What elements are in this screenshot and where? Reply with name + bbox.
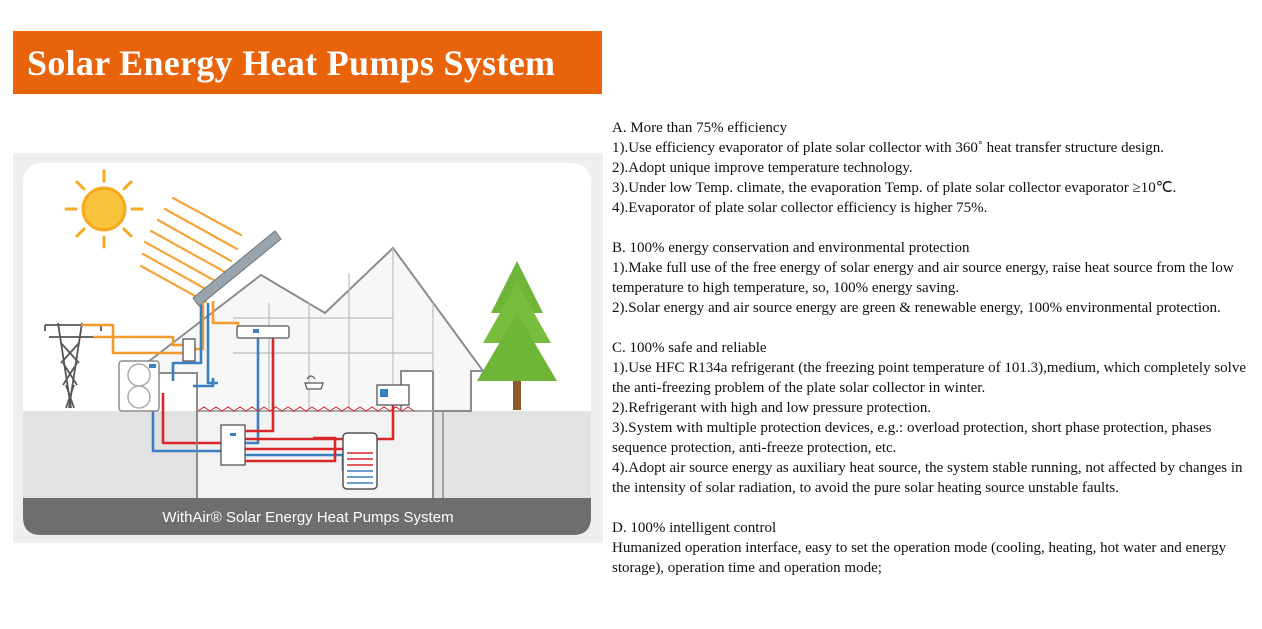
sun-icon — [64, 169, 144, 249]
water-tank-icon — [342, 432, 378, 490]
outdoor-unit-icon — [118, 360, 160, 412]
system-diagram: WithAir® Solar Energy Heat Pumps System — [13, 153, 603, 543]
section-line: 3).Under low Temp. climate, the evaporat… — [612, 180, 1177, 196]
section-safe-reliable: C. 100% safe and reliable 1).Use HFC R13… — [612, 338, 1258, 498]
section-line: 1).Use efficiency evaporator of plate so… — [612, 140, 1165, 156]
section-energy-conservation: B. 100% energy conservation and environm… — [612, 238, 1258, 318]
section-line: 4).Adopt air source energy as auxiliary … — [612, 460, 1243, 496]
section-line: Humanized operation interface, easy to s… — [612, 540, 1227, 576]
section-intelligent-control: D. 100% intelligent control Humanized op… — [612, 518, 1258, 578]
section-heading: B. 100% energy conservation and environm… — [612, 240, 970, 256]
section-efficiency: A. More than 75% efficiency 1).Use effic… — [612, 118, 1258, 218]
hydro-unit-icon — [220, 424, 246, 466]
pine-tree-icon — [477, 261, 557, 410]
power-pylon-icon — [44, 322, 102, 409]
section-line: 4).Evaporator of plate solar collector e… — [612, 200, 988, 216]
section-heading: D. 100% intelligent control — [612, 520, 777, 536]
title-banner: Solar Energy Heat Pumps System — [13, 31, 602, 94]
wash-basin-icon — [304, 375, 324, 390]
diagram-caption: WithAir® Solar Energy Heat Pumps System — [162, 509, 453, 526]
house-frame-lines — [197, 248, 434, 412]
caption-band — [23, 498, 591, 535]
floor-heating — [197, 406, 415, 412]
page-title: Solar Energy Heat Pumps System — [27, 42, 556, 83]
foundation — [196, 411, 444, 498]
section-heading: C. 100% safe and reliable — [612, 340, 767, 356]
pipes — [81, 301, 395, 471]
section-line: 2).Solar energy and air source energy ar… — [612, 300, 1221, 316]
control-box-icon — [182, 338, 196, 362]
section-heading: A. More than 75% efficiency — [612, 120, 788, 136]
features-text: A. More than 75% efficiency 1).Use effic… — [612, 118, 1258, 598]
section-line: 3).System with multiple protection devic… — [612, 420, 1212, 456]
section-line: 1).Make full use of the free energy of s… — [612, 260, 1234, 296]
indoor-unit-icon — [236, 325, 290, 339]
section-line: 2).Adopt unique improve temperature tech… — [612, 160, 913, 176]
section-line: 1).Use HFC R134a refrigerant (the freezi… — [612, 360, 1246, 396]
solar-collector-icon — [192, 230, 282, 307]
section-line: 2).Refrigerant with high and low pressur… — [612, 400, 932, 416]
controller-display-icon — [376, 384, 410, 406]
